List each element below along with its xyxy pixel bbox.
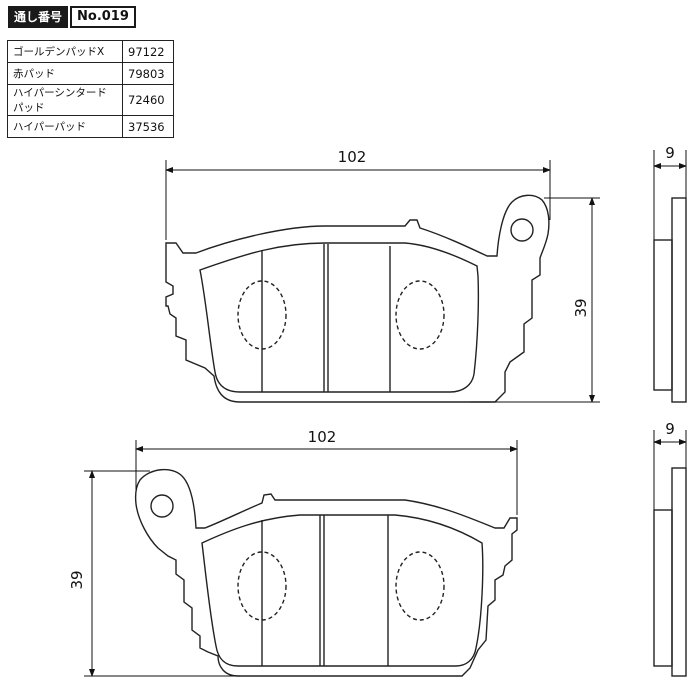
top-side-view [653,197,687,403]
reference-number: No.019 [70,6,136,28]
bottom-backing-plate-outline [134,469,518,677]
bottom-height-label: 39 [68,570,86,589]
bottom-side-view [653,467,687,677]
top-piston-circle-left [237,280,287,350]
bottom-thickness-label: 9 [665,420,675,438]
bottom-piston-circle-right [395,551,445,621]
part-code: 97122 [122,40,174,63]
top-friction-side [653,239,673,391]
bottom-pad [134,469,518,677]
top-backing-plate-outline [165,194,550,403]
table-row: ハイパーシンタードパッド 72460 [7,84,174,116]
part-name: ハイパーパッド [7,115,123,138]
part-name: ゴールデンパッドX [7,40,123,63]
reference-label: 通し番号 [8,6,69,28]
top-pad [165,194,550,403]
bottom-friction-side [653,509,673,667]
bottom-width-label: 102 [308,428,337,446]
bottom-friction-material-outline [201,514,484,667]
bottom-mounting-hole [150,494,174,518]
top-dimensions [165,150,687,403]
top-width-label: 102 [338,148,367,166]
part-code: 37536 [122,115,174,138]
top-thickness-label: 9 [665,144,675,162]
reference-header: 通し番号 No.019 [8,6,136,28]
parts-table: ゴールデンパッドX 97122 赤パッド 79803 ハイパーシンタードパッド … [7,40,174,138]
bottom-dimensions [84,430,687,677]
table-row: ゴールデンパッドX 97122 [7,40,174,63]
top-piston-circle-right [395,280,445,350]
bottom-piston-circle-left [237,551,287,621]
table-row: ハイパーパッド 37536 [7,115,174,138]
bottom-backing-plate-side [671,467,687,677]
top-mounting-hole [510,218,534,242]
part-name: ハイパーシンタードパッド [7,84,123,116]
top-backing-plate-side [671,197,687,403]
top-height-label: 39 [572,298,590,317]
top-friction-material-outline [199,242,480,393]
